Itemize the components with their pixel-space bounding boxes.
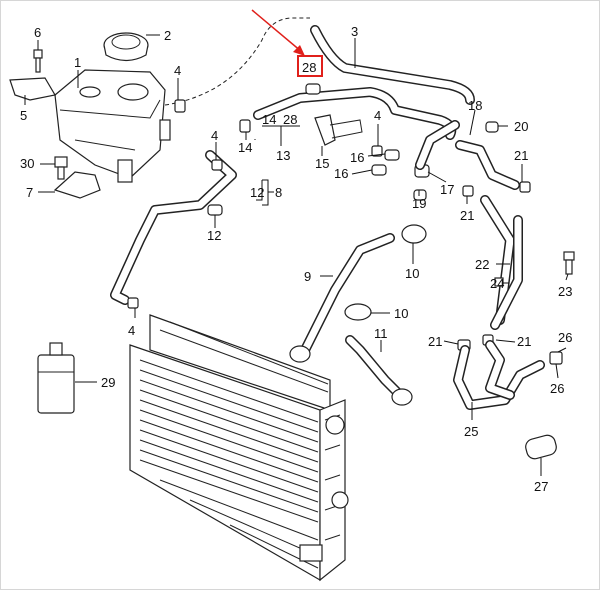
label-4b: 4 <box>211 128 218 143</box>
clip-24 <box>494 277 504 287</box>
bracket-7 <box>53 171 101 199</box>
label-15: 15 <box>315 156 329 171</box>
screw-30 <box>54 156 68 180</box>
hose-17 <box>415 120 460 170</box>
label-2: 2 <box>164 28 171 43</box>
label-5: 5 <box>20 108 27 123</box>
hose-12 <box>110 150 237 305</box>
label-4a: 4 <box>174 63 181 78</box>
label-22: 22 <box>475 257 489 272</box>
expansion-tank <box>54 69 171 183</box>
label-11: 11 <box>374 326 388 341</box>
hose-18 <box>455 140 520 190</box>
clamp-10a <box>401 224 427 244</box>
label-9: 9 <box>304 269 311 284</box>
bracket-15 <box>314 114 363 146</box>
label-18: 18 <box>468 98 482 113</box>
bracket-5 <box>9 77 56 101</box>
tank-cap <box>103 32 149 62</box>
label-3: 3 <box>351 24 358 39</box>
label-30: 30 <box>20 156 34 171</box>
leader-lines <box>24 34 569 476</box>
pipes-22 <box>480 195 523 330</box>
label-26a: 26 <box>558 330 572 345</box>
label-1: 1 <box>74 55 81 70</box>
label-26b: 26 <box>550 381 564 396</box>
screw-23 <box>563 251 575 275</box>
label-21a: 21 <box>460 208 474 223</box>
label-25: 25 <box>464 424 478 439</box>
label-21d: 21 <box>517 334 531 349</box>
screw-6 <box>33 49 43 73</box>
label-16b: 16 <box>334 166 348 181</box>
gasket-27 <box>525 434 557 460</box>
label-19: 19 <box>412 196 426 211</box>
part-labels: 6 2 1 4 5 30 7 3 28 14 28 13 14 4 8 12 1… <box>20 24 572 494</box>
radiator <box>129 314 349 582</box>
clamp-10b <box>344 303 372 321</box>
label-16a: 16 <box>350 150 364 165</box>
hose-9 <box>289 233 395 363</box>
label-21b: 21 <box>514 148 528 163</box>
label-7: 7 <box>26 185 33 200</box>
label-28: 28 <box>283 112 297 127</box>
hose-25 <box>453 340 545 410</box>
label-8: 8 <box>275 185 282 200</box>
label-24: 24 <box>490 276 504 291</box>
hose-11 <box>345 335 413 406</box>
label-20: 20 <box>514 119 528 134</box>
label-10b: 10 <box>394 306 408 321</box>
label-12b: 12 <box>207 228 221 243</box>
label-14a: 14 <box>262 112 276 127</box>
label-27: 27 <box>534 479 548 494</box>
clamp-28 <box>305 83 321 95</box>
highlight-arrow <box>251 9 323 77</box>
hose-3 <box>310 25 475 105</box>
label-4d: 4 <box>128 323 135 338</box>
label-23: 23 <box>558 284 572 299</box>
label-13: 13 <box>276 148 290 163</box>
label-4c: 4 <box>374 108 381 123</box>
label-29: 29 <box>101 375 115 390</box>
label-10a: 10 <box>405 266 419 281</box>
label-28-box: 28 <box>302 60 316 75</box>
label-12a: 12 <box>250 185 264 200</box>
label-6: 6 <box>34 25 41 40</box>
label-14b: 14 <box>238 140 252 155</box>
label-21c: 21 <box>428 334 442 349</box>
coolant-bottle <box>37 342 75 414</box>
label-17: 17 <box>440 182 454 197</box>
